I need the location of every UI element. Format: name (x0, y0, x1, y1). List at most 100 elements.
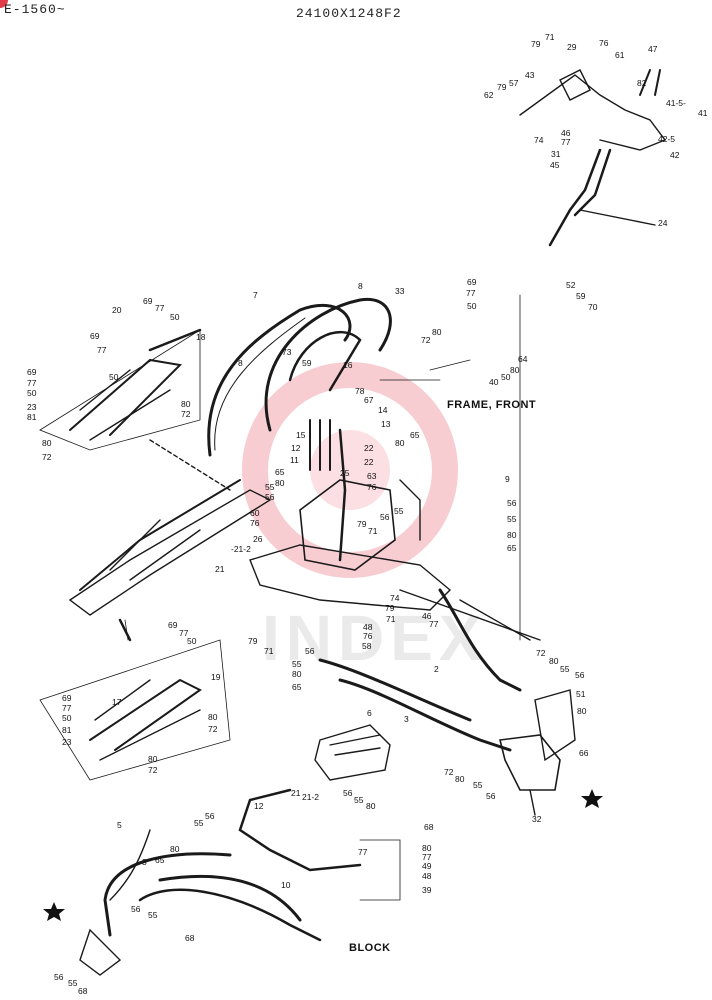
part-number-label: 77 (561, 137, 571, 147)
part-number-label: 80 (366, 801, 376, 811)
part-number-label: 48 (363, 622, 373, 632)
part-number-label: 50 (170, 312, 180, 322)
part-number-label: 10 (281, 880, 291, 890)
star-marker-right (581, 789, 603, 808)
part-number-label: 77 (429, 619, 439, 629)
control-valve-block (249, 419, 452, 611)
part-number-label: 52 (566, 280, 576, 290)
part-number-label: 51 (576, 689, 586, 699)
part-number-label: 80 (455, 774, 465, 784)
part-number-label: 14 (378, 405, 388, 415)
part-number-label: 73 (282, 347, 292, 357)
part-number-label: 77 (27, 378, 37, 388)
part-number-label: 76 (599, 38, 609, 48)
part-number-label: 31 (551, 149, 561, 159)
top-right-bracket-assembly (519, 69, 667, 247)
part-number-label: 12 (254, 801, 264, 811)
part-number-label: 65 (410, 430, 420, 440)
part-number-label: 74 (390, 593, 400, 603)
part-number-label: 56 (507, 498, 517, 508)
part-number-label: 68 (78, 986, 88, 996)
part-number-label: 71 (264, 646, 274, 656)
part-number-label: 81 (62, 725, 72, 735)
part-number-label: 66 (579, 748, 589, 758)
part-number-label: 79 (357, 519, 367, 529)
part-number-label: -21-2 (231, 544, 251, 554)
part-number-label: 80 (422, 843, 432, 853)
part-number-label: 56 (575, 670, 585, 680)
part-number-label: 3 (142, 857, 147, 867)
part-number-label: 71 (386, 614, 396, 624)
part-number-label: 56 (54, 972, 64, 982)
part-number-label: 32 (532, 814, 542, 824)
reference-stars (43, 789, 603, 921)
part-number-label: 56 (265, 492, 275, 502)
part-number-label: 39 (422, 885, 432, 895)
bottom-hose-routing (79, 788, 401, 976)
part-number-label: 50 (501, 372, 511, 382)
part-number-label: 12 (291, 443, 301, 453)
part-number-label: 55 (265, 482, 275, 492)
part-number-label: 80 (275, 478, 285, 488)
part-number-label: 80 (507, 530, 517, 540)
watermark-core (310, 430, 390, 510)
part-number-label: 7 (253, 290, 258, 300)
part-number-label: 49 (422, 861, 432, 871)
part-number-label: 60 (250, 508, 260, 518)
part-number-label: 77 (179, 628, 189, 638)
part-number-label: 8 (238, 358, 243, 368)
part-number-label: 72 (444, 767, 454, 777)
part-number-label: 56 (205, 811, 215, 821)
part-number-label: 77 (422, 852, 432, 862)
part-number-label: 55 (394, 506, 404, 516)
part-number-label: 80 (395, 438, 405, 448)
part-number-label: 50 (62, 713, 72, 723)
star-marker-left (43, 902, 65, 921)
part-number-label: 9 (505, 474, 510, 484)
part-number-label: 82 (637, 78, 647, 88)
part-number-label: 77 (62, 703, 72, 713)
leader-lines (124, 294, 521, 641)
part-number-label: 56 (380, 512, 390, 522)
part-number-label: 6 (367, 708, 372, 718)
part-number-label: 15 (296, 430, 306, 440)
part-number-label: 77 (466, 288, 476, 298)
part-number-label: 55 (292, 659, 302, 669)
part-number-label: 72 (421, 335, 431, 345)
part-number-label: 69 (27, 367, 37, 377)
part-number-label: 47 (648, 44, 658, 54)
part-number-label: 72 (208, 724, 218, 734)
part-number-label: 2 (434, 664, 439, 674)
part-number-label: 11 (290, 455, 299, 465)
part-number-label: 69 (467, 277, 477, 287)
drawing-code: 24100X1248F2 (296, 6, 402, 21)
part-number-label: 65 (507, 543, 517, 553)
part-number-label: 56 (343, 788, 353, 798)
part-number-label: 65 (155, 855, 165, 865)
corner-stamp-mark (0, 0, 8, 8)
part-number-label: 81 (27, 412, 37, 422)
part-number-label: 33 (395, 286, 405, 296)
part-number-label: 50 (467, 301, 477, 311)
left-upper-lever-assembly (39, 328, 231, 491)
part-number-label: 79 (531, 39, 541, 49)
part-number-label: 80 (42, 438, 52, 448)
part-number-label: 56 (131, 904, 141, 914)
part-number-label: 43 (525, 70, 535, 80)
part-number-label: 45 (550, 160, 560, 170)
part-number-label: 67 (364, 395, 374, 405)
watermark-ring (242, 362, 458, 578)
part-number-label: 55 (473, 780, 483, 790)
part-number-label: 13 (381, 419, 391, 429)
part-number-label: 80 (549, 656, 559, 666)
part-number-label: 72 (536, 648, 546, 658)
part-number-label: 72 (148, 765, 158, 775)
part-number-label: 68 (424, 822, 434, 832)
part-number-label: 79 (248, 636, 258, 646)
part-number-label: 58 (362, 641, 372, 651)
part-number-label: 42 (670, 150, 680, 160)
part-number-label: 62 (484, 90, 494, 100)
part-number-label: 50 (187, 636, 197, 646)
